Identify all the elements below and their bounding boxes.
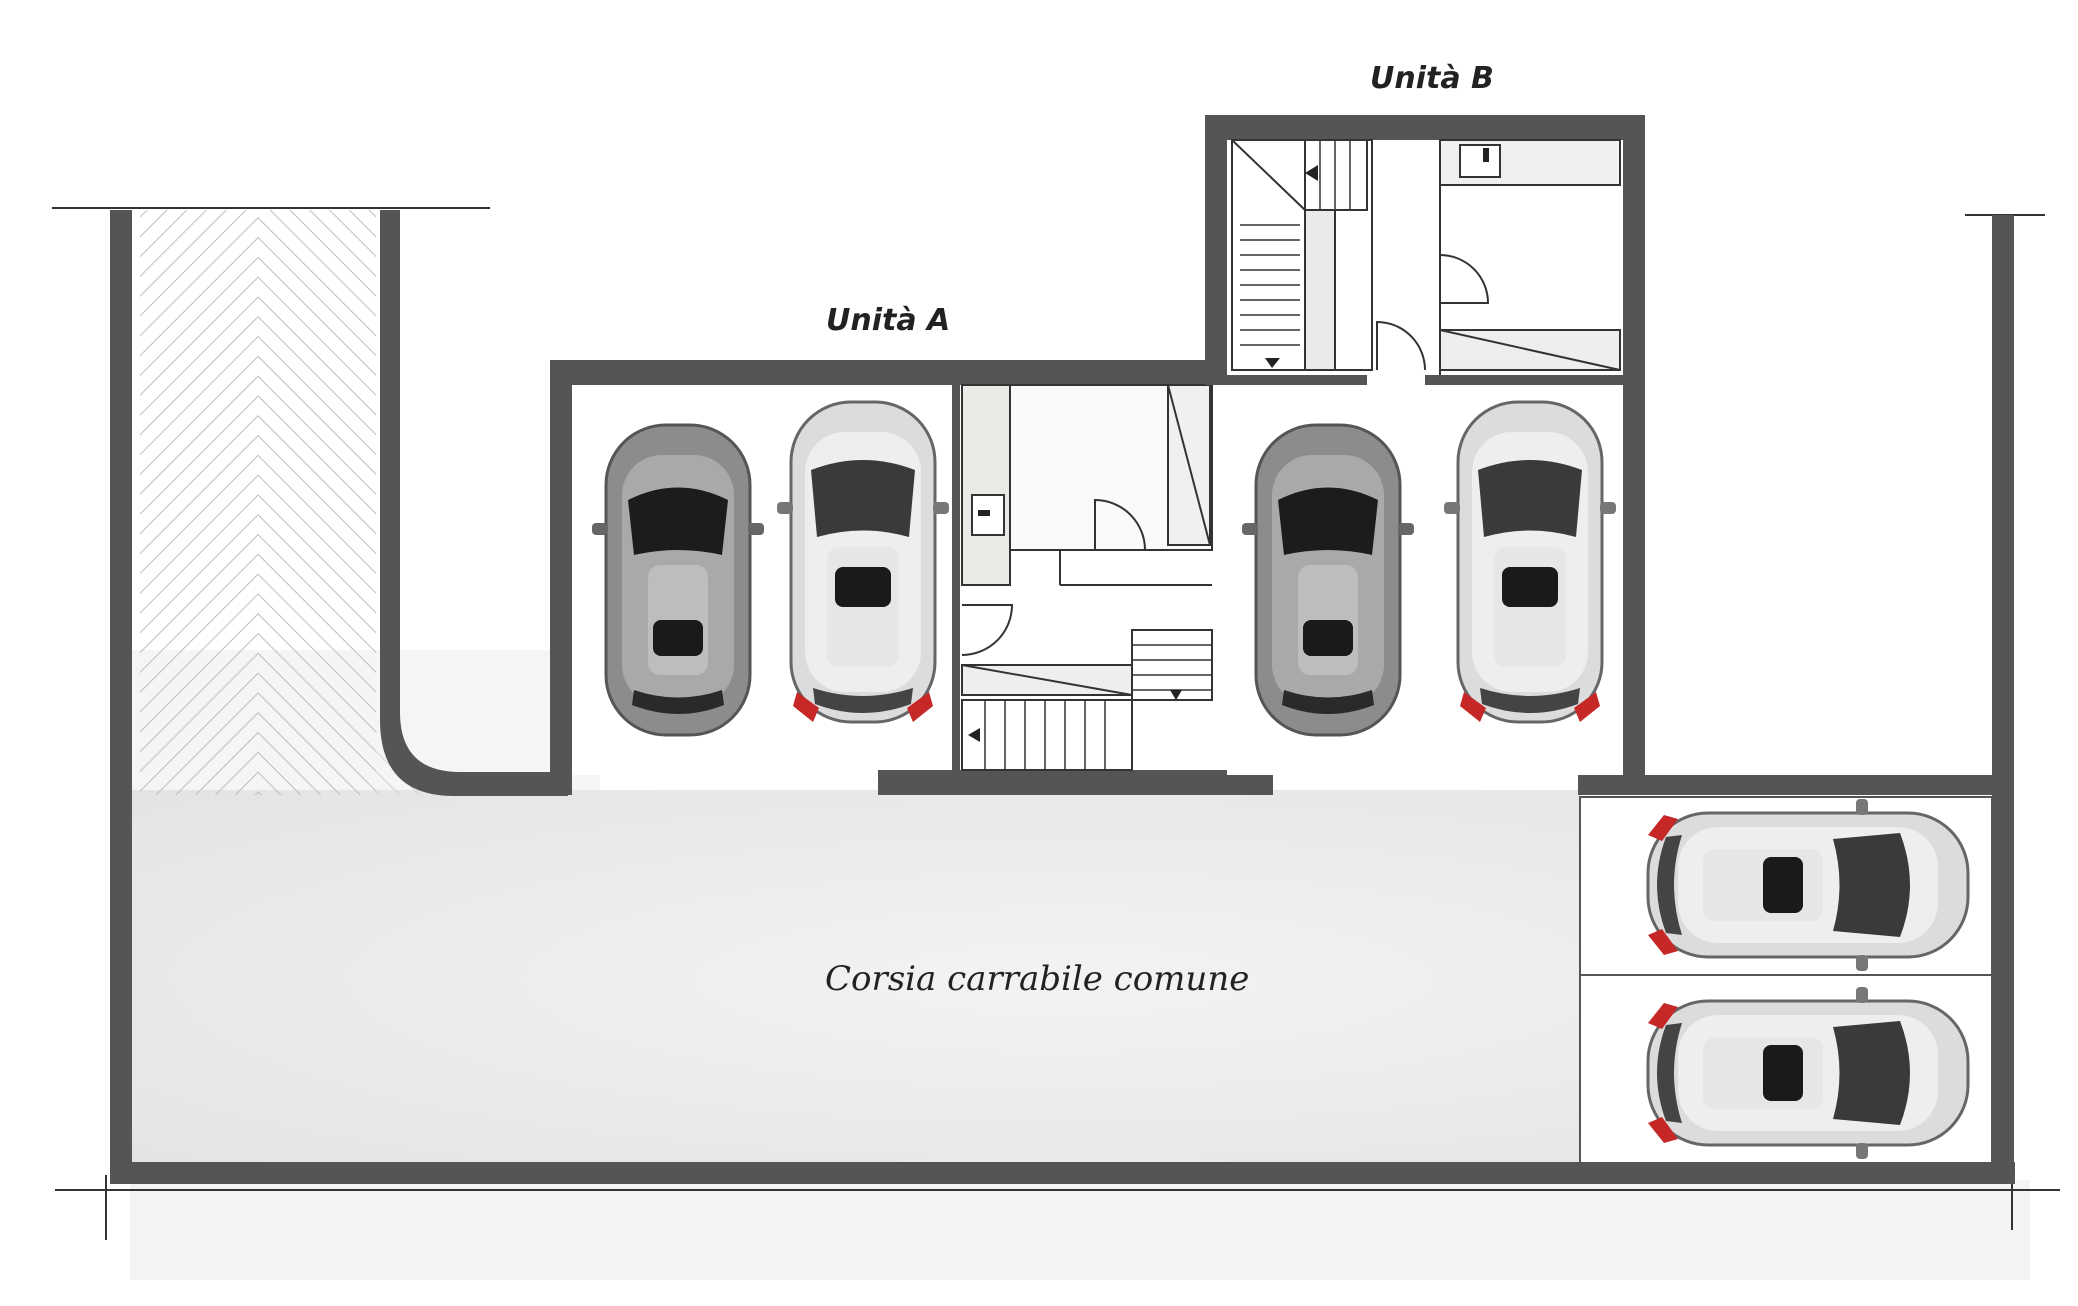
car-topview-icon bbox=[1646, 797, 1970, 973]
car-topview-icon bbox=[1442, 400, 1618, 724]
stairs-icon bbox=[1265, 165, 1318, 368]
outer-walls bbox=[110, 210, 2015, 1184]
unit-a-label: Unità A bbox=[826, 303, 950, 338]
car-topview-icon bbox=[775, 400, 951, 724]
stairs-icon bbox=[968, 690, 1182, 742]
sink-icon bbox=[978, 510, 990, 516]
common-lane-label: Corsia carrabile comune bbox=[825, 959, 1249, 999]
car-topview-icon bbox=[1646, 985, 1970, 1161]
car-topview-icon bbox=[1240, 423, 1416, 737]
sink-icon bbox=[1483, 148, 1489, 162]
car-topview-icon bbox=[590, 423, 766, 737]
unit-b-label: Unità B bbox=[1370, 61, 1494, 96]
hatched-ramp bbox=[140, 210, 470, 795]
